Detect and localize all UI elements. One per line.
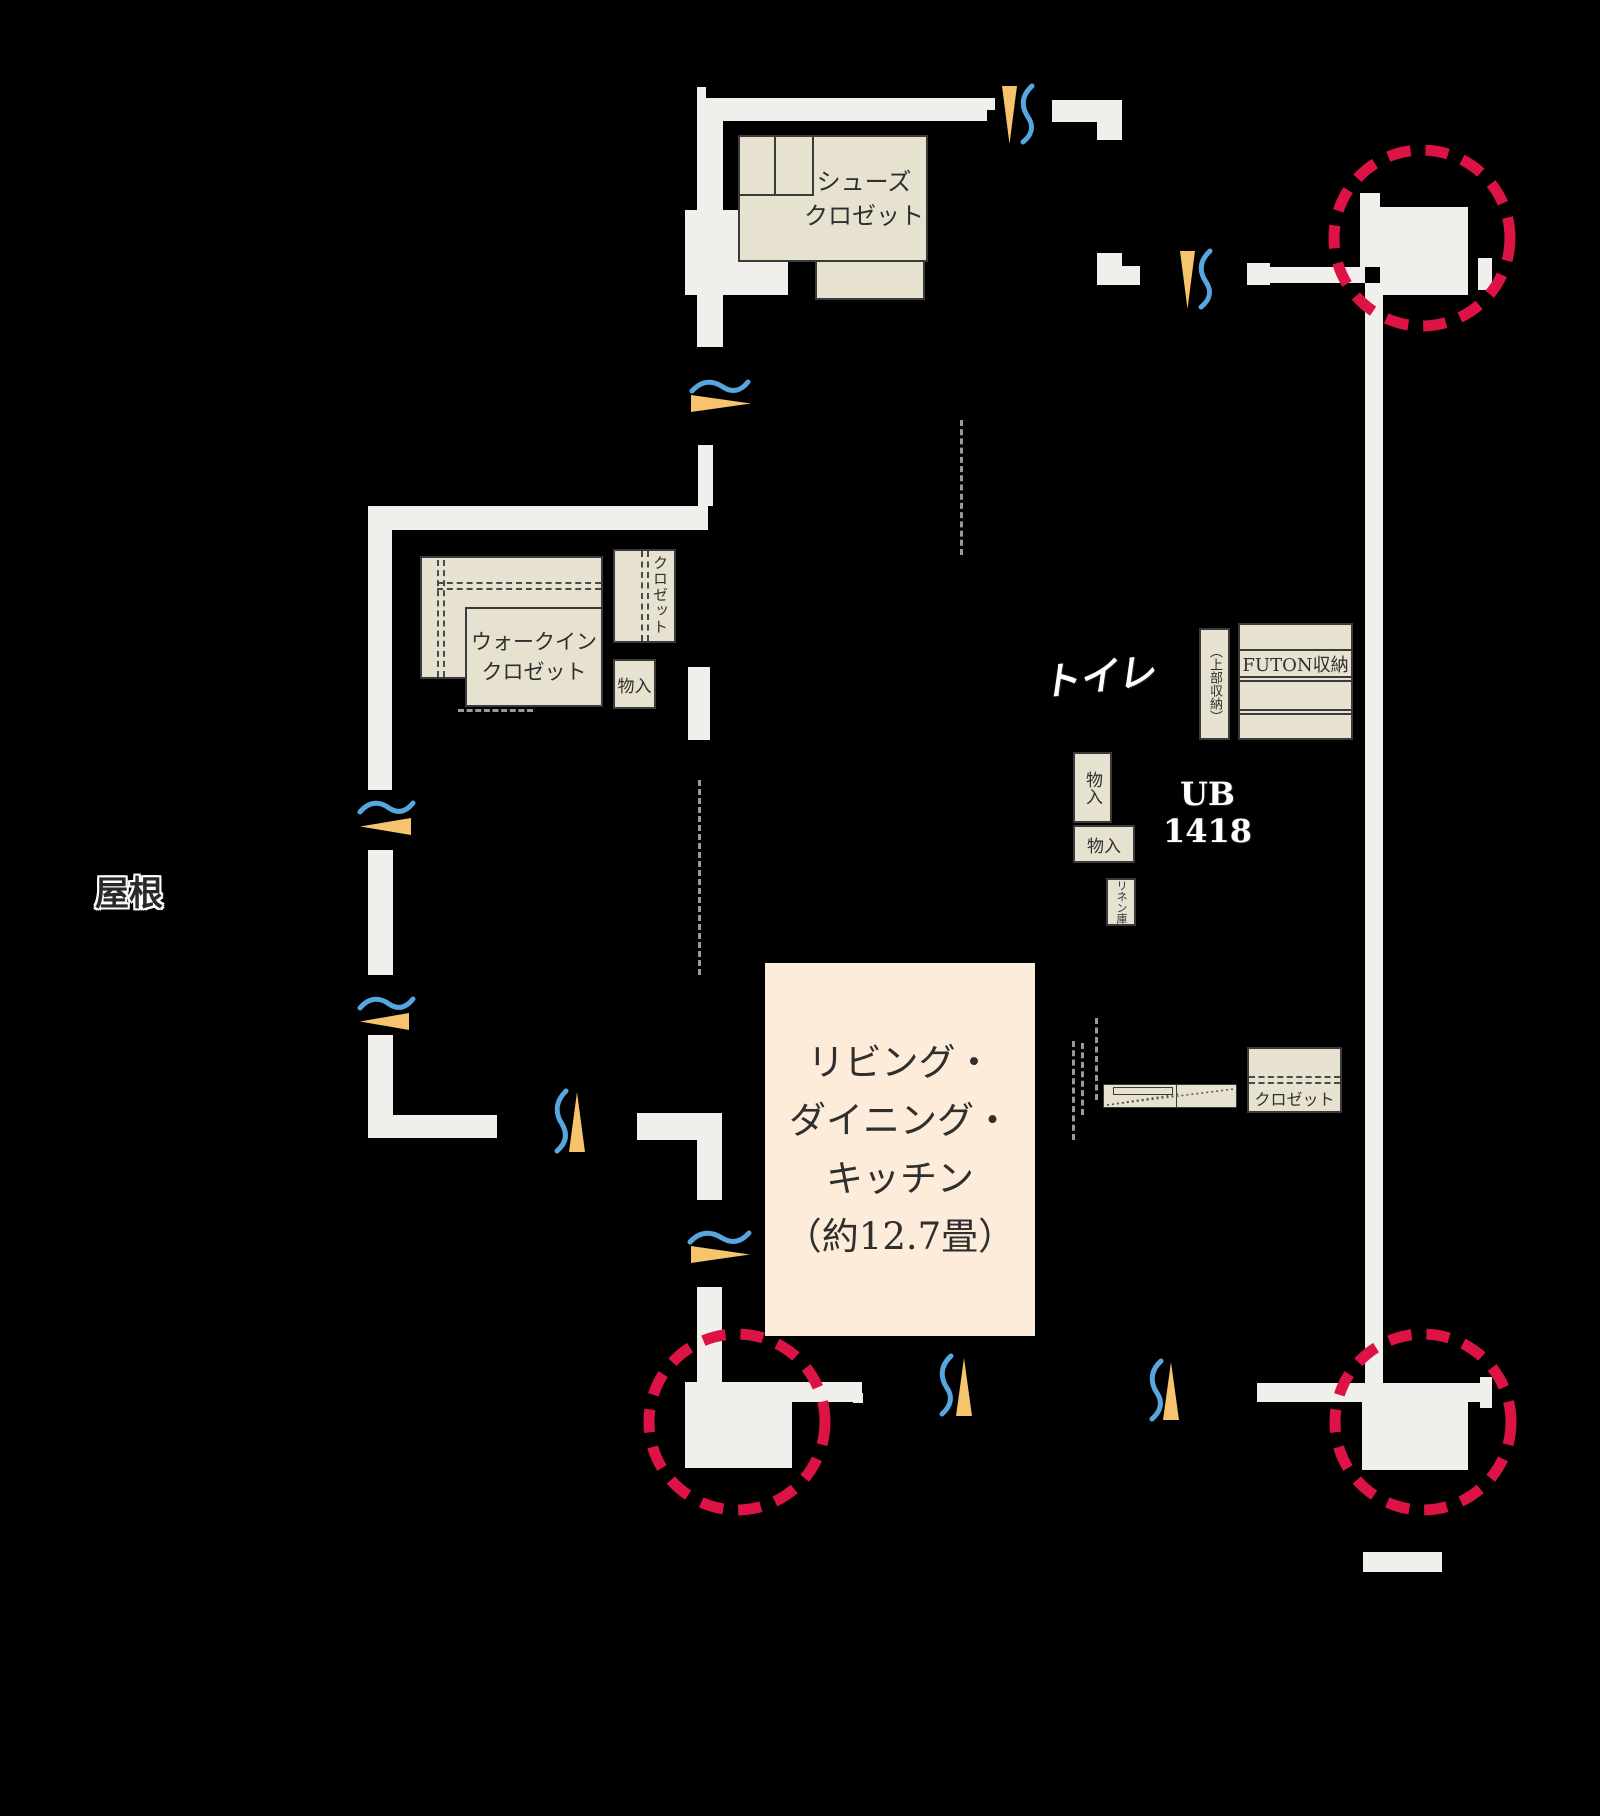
breeze-icon-bottom-1	[939, 1353, 954, 1417]
breeze-icon-bed-south	[554, 1088, 569, 1154]
dashed-line-wic-bottom	[458, 709, 533, 712]
wall-window2-left-step	[1122, 266, 1140, 285]
red-dashed-circle-bottom-right	[1329, 1328, 1517, 1516]
hall-storage-upper-box: 物入	[1073, 752, 1112, 823]
pillar-top-right	[1380, 207, 1468, 295]
shoes-closet-cell-2	[774, 137, 814, 196]
wall-west-top	[368, 506, 392, 790]
sunlight-icon-top-2	[1180, 251, 1195, 309]
breeze-icon-top-1	[1020, 83, 1035, 145]
futon-shelf-line-5	[1240, 713, 1351, 715]
linen-cabinet-label: リネン庫	[1115, 880, 1128, 924]
hall-storage-lower-label: 物入	[1087, 836, 1121, 857]
wall-top-band-jamb	[987, 98, 995, 110]
bedroom-closet-box: クロゼット	[613, 549, 676, 643]
bedroom-storage-label: 物入	[617, 676, 652, 697]
wall-band-bottom-left-step	[853, 1393, 863, 1403]
hall-storage-upper-label: 物入	[1082, 770, 1102, 805]
wic-hanger-pipe-horizontal	[437, 582, 601, 590]
futon-shelf-line-1	[1240, 649, 1351, 651]
sunlight-icon-top-1	[1002, 86, 1017, 144]
wic-label-box: ウォークイン クロゼット	[465, 607, 603, 707]
wall-hall-block	[688, 667, 710, 740]
linen-cabinet-box: リネン庫	[1106, 878, 1136, 926]
wall-corner-ne	[1052, 100, 1122, 122]
wall-bed-south	[368, 1115, 497, 1138]
bottom-step-rect	[1363, 1552, 1442, 1572]
shoes-closet-lower-band	[815, 260, 925, 300]
wall-bed-south-right	[637, 1113, 722, 1140]
living-dining-kitchen-label: リビング・ ダイニング・ キッチン （約12.7畳）	[784, 1041, 1016, 1258]
hall-storage-lower-box: 物入	[1073, 825, 1135, 863]
unit-bath-label: UB 1418	[1162, 775, 1253, 850]
sunlight-icon-bed-south	[569, 1092, 585, 1152]
futon-shelf-line-3	[1240, 680, 1351, 682]
right-closet-box: クロゼット	[1247, 1047, 1342, 1113]
wall-entry-top-notch	[697, 87, 706, 100]
dashed-line-kitchen-2	[1081, 1043, 1084, 1115]
wall-hall-jamb	[698, 445, 713, 506]
wic-label: ウォークイン クロゼット	[471, 630, 597, 684]
wall-top-band	[697, 98, 987, 121]
wall-window2-right-jamb	[1247, 263, 1270, 285]
shoes-closet-label: シューズ クロゼット	[804, 168, 924, 230]
red-dashed-circle-top-right	[1328, 144, 1516, 332]
breeze-icon-top-2	[1198, 248, 1213, 310]
pillar-top-right-stub	[1360, 193, 1380, 267]
sunlight-icon-west-1	[360, 818, 411, 835]
wall-band-bottom-right	[1257, 1383, 1490, 1402]
sunlight-icon-bottom-1	[956, 1358, 972, 1416]
bedroom-closet-pipe	[641, 551, 649, 641]
wall-west-mid	[368, 850, 393, 975]
shoes-closet-cell-1	[740, 137, 776, 196]
right-closet-label: クロゼット	[1254, 1090, 1335, 1109]
breeze-icon-living-west	[687, 1230, 752, 1245]
futon-storage-box: FUTON収納	[1238, 623, 1353, 740]
wall-east	[1365, 283, 1383, 1383]
dashed-line-kitchen-1	[1072, 1041, 1075, 1140]
toilet-label: トイレ	[1038, 648, 1157, 705]
wall-window2-left-jamb	[1097, 253, 1122, 285]
shoes-closet-box: シューズ クロゼット	[738, 135, 928, 262]
wall-living-west	[697, 1140, 722, 1200]
futon-storage-label: FUTON収納	[1242, 654, 1349, 676]
breeze-icon-bottom-2	[1149, 1358, 1164, 1422]
sunlight-icon-bottom-2	[1163, 1362, 1179, 1420]
pillar-bottom-right-cap	[1480, 1377, 1492, 1408]
kitchen-counter-dotted-lines	[1106, 1088, 1235, 1106]
kitchen-counter-inner	[1113, 1087, 1173, 1095]
wic-hanger-pipe-vertical	[437, 560, 445, 677]
bedroom-storage-box: 物入	[613, 659, 656, 709]
dashed-line-toilet	[960, 420, 963, 555]
pillar-top-right-cap	[1478, 258, 1492, 290]
futon-shelf-line-4	[1240, 709, 1351, 711]
wall-wic-top-band	[368, 506, 708, 530]
breeze-icon-hall	[689, 379, 751, 394]
right-closet-pipe	[1249, 1076, 1340, 1084]
dashed-line-hall	[698, 780, 701, 975]
sunlight-icon-living-west	[691, 1246, 750, 1263]
kitchen-counter	[1103, 1084, 1237, 1108]
dashed-line-kitchen-3	[1095, 1018, 1098, 1100]
sunlight-icon-west-2	[360, 1013, 409, 1030]
red-dashed-circle-bottom-left	[643, 1328, 831, 1516]
pillar-bottom-right	[1362, 1402, 1468, 1470]
pillar-bottom-left	[685, 1382, 792, 1468]
living-dining-kitchen-area	[765, 963, 1035, 1336]
wall-corner-ne-ext	[1097, 122, 1122, 140]
breeze-icon-west-2	[357, 996, 416, 1011]
upper-storage-label: （上部収納）	[1207, 645, 1222, 723]
futon-shelf-line-2	[1240, 676, 1351, 678]
roof-label: 屋根	[95, 874, 163, 914]
upper-storage-box: （上部収納）	[1199, 628, 1230, 740]
sunlight-icon-hall	[691, 395, 751, 412]
wall-band-bottom-left	[792, 1382, 862, 1402]
bedroom-closet-label: クロゼット	[651, 555, 669, 635]
breeze-icon-west-1	[357, 800, 416, 815]
